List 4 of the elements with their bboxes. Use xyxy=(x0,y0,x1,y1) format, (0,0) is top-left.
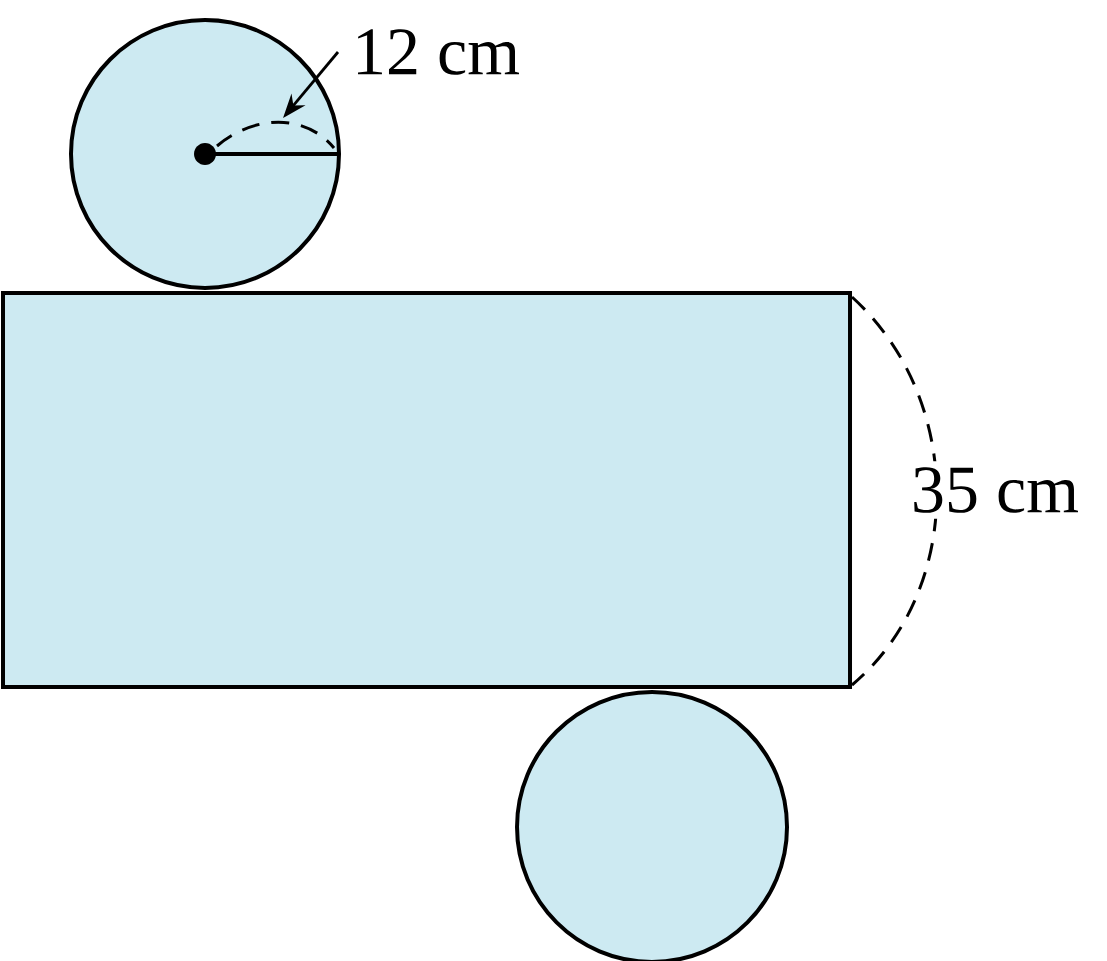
circle-face xyxy=(515,690,789,961)
dimension-label: 35 cm xyxy=(904,461,1086,519)
dimension-label: 12 cm xyxy=(358,29,519,75)
circle-face xyxy=(69,18,341,290)
